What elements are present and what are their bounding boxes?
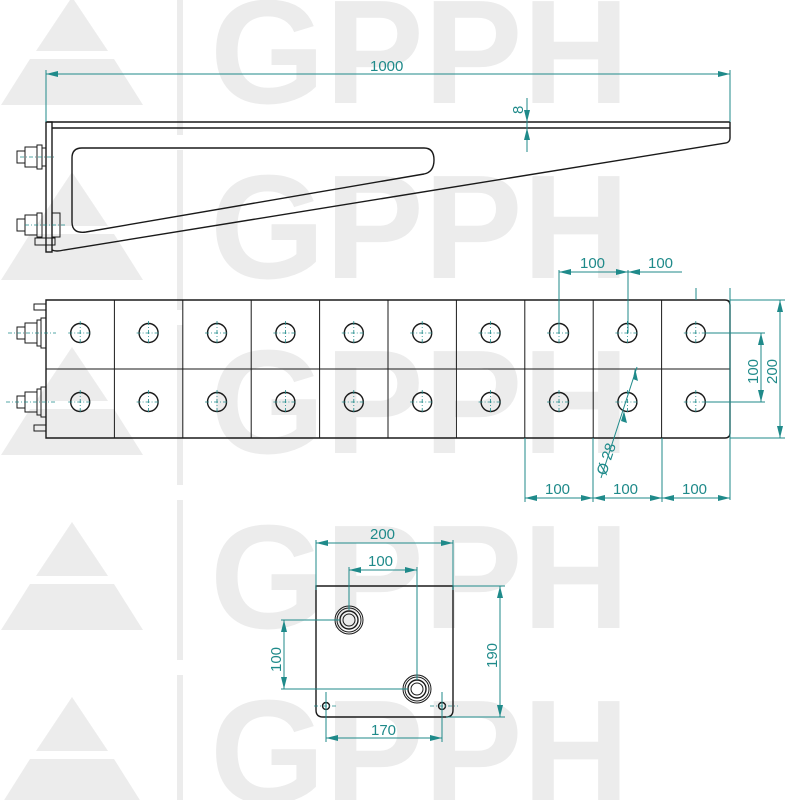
- dim-plate-height: 190: [484, 643, 501, 668]
- dim-bottom-spacing-1: 100: [545, 481, 570, 498]
- mounting-hole: [615, 390, 640, 414]
- mounting-hole: [341, 390, 366, 414]
- dim-row-spacing: 100: [745, 359, 762, 384]
- dim-top-spacing-2: 100: [648, 255, 673, 272]
- dim-bottom-spacing-2: 100: [613, 481, 638, 498]
- mounting-hole: [273, 321, 298, 345]
- mounting-hole: [341, 321, 366, 345]
- mounting-hole: [547, 390, 571, 414]
- mounting-hole: [68, 321, 93, 345]
- mounting-hole: [410, 321, 435, 345]
- bolt-icon: [16, 144, 56, 170]
- dim-plate-width: 200: [370, 526, 395, 543]
- mounting-hole: [68, 390, 93, 414]
- mounting-hole: [683, 321, 708, 345]
- mounting-hole: [478, 321, 503, 345]
- mounting-hole: [273, 390, 298, 414]
- bracket-side-view: 1000 8: [16, 58, 731, 253]
- mounting-hole: [136, 321, 161, 345]
- dim-width: 200: [764, 359, 781, 384]
- mounting-hole: [615, 321, 640, 345]
- mounting-hole: [683, 390, 708, 414]
- dim-bottom-spacing-3: 100: [682, 481, 707, 498]
- dim-length: 1000: [370, 58, 403, 75]
- dim-bolt-h-spacing: 100: [368, 553, 393, 570]
- dim-thickness: 8: [510, 106, 527, 114]
- mounting-hole: [205, 390, 229, 414]
- mounting-hole: [136, 390, 161, 414]
- dim-top-spacing-1: 100: [580, 255, 605, 272]
- mounting-hole: [205, 321, 229, 345]
- dim-small-hole-spacing: 170: [371, 722, 396, 739]
- bolt-icon: [6, 386, 56, 418]
- mounting-hole: [410, 390, 435, 414]
- bracket-top-view: 100 100 100 200 Ø 28 100 100 100: [6, 255, 785, 502]
- bolt-icon: [16, 212, 66, 246]
- mounting-hole: [478, 390, 503, 414]
- watermark: [1, 0, 630, 800]
- bolt-icon: [8, 317, 56, 349]
- wall-plate-view: 200 100 100 190 170: [268, 526, 505, 742]
- dim-bolt-v-spacing: 100: [268, 647, 285, 672]
